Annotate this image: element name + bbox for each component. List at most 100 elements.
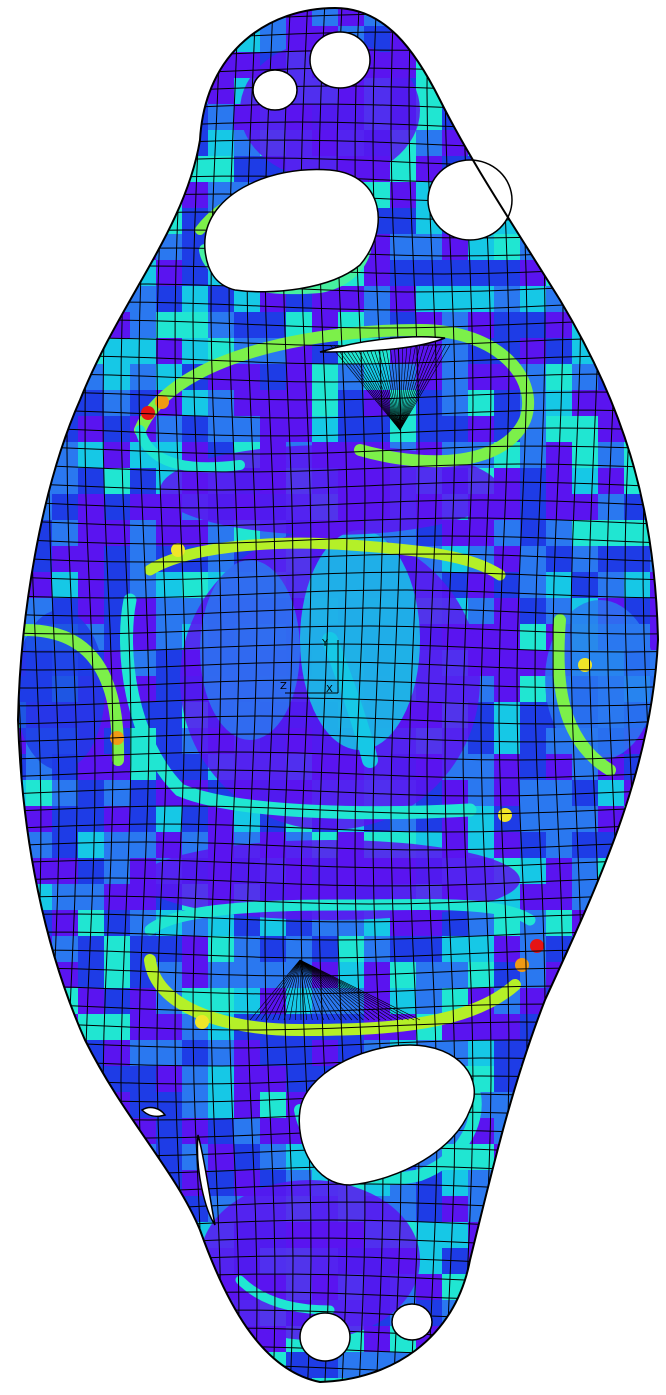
contour-patch: [442, 78, 468, 104]
contour-patch: [442, 8, 468, 26]
contour-patch: [598, 104, 624, 130]
contour-patch: [104, 1144, 130, 1170]
contour-patch: [598, 1118, 624, 1144]
contour-patch: [624, 1274, 650, 1300]
contour-patch: [104, 26, 130, 52]
contour-patch: [624, 416, 650, 442]
contour-patch: [572, 156, 598, 182]
contour-patch: [78, 572, 104, 598]
contour-patch: [18, 78, 26, 104]
contour-patch: [18, 1352, 26, 1378]
contour-patch: [572, 1040, 598, 1066]
contour-patch: [156, 130, 182, 156]
contour-patch: [650, 910, 658, 936]
contour-patch: [156, 650, 182, 676]
contour-patch: [650, 390, 658, 416]
contour-patch: [18, 104, 26, 130]
contour-patch: [104, 260, 130, 286]
contour-patch: [182, 806, 208, 832]
contour-patch: [598, 1066, 624, 1092]
contour-patch: [78, 1170, 104, 1196]
contour-patch: [468, 962, 494, 988]
mesh-line-horizontal: [18, 787, 658, 797]
contour-patch: [520, 312, 546, 338]
contour-patch: [18, 806, 26, 832]
fine-mesh-line: [299, 959, 341, 1021]
lower-left-slit: [196, 1134, 216, 1226]
contour-patch: [494, 1222, 520, 1248]
contour-patch: [650, 1014, 658, 1040]
contour-patch: [520, 624, 546, 650]
contour-patch: [520, 676, 546, 702]
stress-band: [134, 323, 535, 468]
contour-patch: [572, 1248, 598, 1274]
mesh-line-vertical: [192, 8, 204, 1382]
contour-patch: [182, 1274, 208, 1300]
mesh-line-horizontal: [18, 751, 658, 761]
contour-patch: [26, 390, 52, 416]
fine-mesh-line: [266, 959, 301, 1021]
lower-small-hole-right: [391, 1303, 433, 1341]
contour-patch: [234, 1144, 260, 1170]
contour-patch: [416, 78, 442, 104]
holes: [140, 31, 513, 1362]
fine-mesh-line: [372, 344, 401, 431]
contour-patch: [624, 546, 650, 572]
contour-patch: [78, 858, 104, 884]
contour-patch: [650, 78, 658, 104]
contour-patch: [78, 1014, 104, 1040]
contour-region: [300, 530, 420, 750]
contour-patch: [52, 364, 78, 390]
fine-mesh-line: [295, 959, 301, 1021]
contour-patch: [598, 1248, 624, 1274]
contour-patch: [650, 208, 658, 234]
contour-patch: [78, 962, 104, 988]
contour-patch: [130, 1300, 156, 1326]
contour-patch: [130, 338, 156, 364]
contour-patch: [104, 1118, 130, 1144]
contour-patch: [52, 1118, 78, 1144]
contour-patch: [130, 260, 156, 286]
contour-patch: [390, 286, 416, 312]
contour-patch: [234, 1040, 260, 1066]
contour-patch: [442, 1378, 468, 1382]
contour-patch: [52, 78, 78, 104]
contour-patch: [26, 1092, 52, 1118]
contour-patch: [52, 1014, 78, 1040]
mesh-line-horizontal: [18, 715, 658, 725]
contour-patch: [260, 1118, 286, 1144]
triad-y-label: Y: [321, 638, 329, 649]
mesh-line-horizontal: [18, 427, 658, 437]
contour-patch: [598, 1300, 624, 1326]
contour-patch: [494, 780, 520, 806]
contour-patch: [572, 1144, 598, 1170]
contour-patch: [78, 156, 104, 182]
contour-patch: [78, 1118, 104, 1144]
contour-patch: [572, 1170, 598, 1196]
contour-patch: [494, 1040, 520, 1066]
contour-patch: [650, 1248, 658, 1274]
mesh-line-horizontal: [18, 967, 658, 977]
lower-small-hole-left: [299, 1312, 351, 1362]
contour-patch: [468, 52, 494, 78]
contour-patch: [78, 286, 104, 312]
contour-patch: [546, 988, 572, 1014]
contour-patch: [26, 468, 52, 494]
contour-patch: [598, 910, 624, 936]
contour-patch: [182, 78, 208, 104]
contour-patch: [598, 1352, 624, 1378]
contour-patch: [286, 1066, 312, 1092]
stress-band: [235, 1275, 335, 1315]
contour-patch: [104, 520, 130, 546]
contour-patch: [182, 1066, 208, 1092]
contour-patch: [650, 156, 658, 182]
contour-patch: [104, 1066, 130, 1092]
contour-patch: [156, 1196, 182, 1222]
contour-patch: [52, 1066, 78, 1092]
contour-patch: [416, 260, 442, 286]
contour-patch: [546, 234, 572, 260]
contour-patch: [494, 520, 520, 546]
contour-patch: [104, 1222, 130, 1248]
contour-patch: [130, 364, 156, 390]
